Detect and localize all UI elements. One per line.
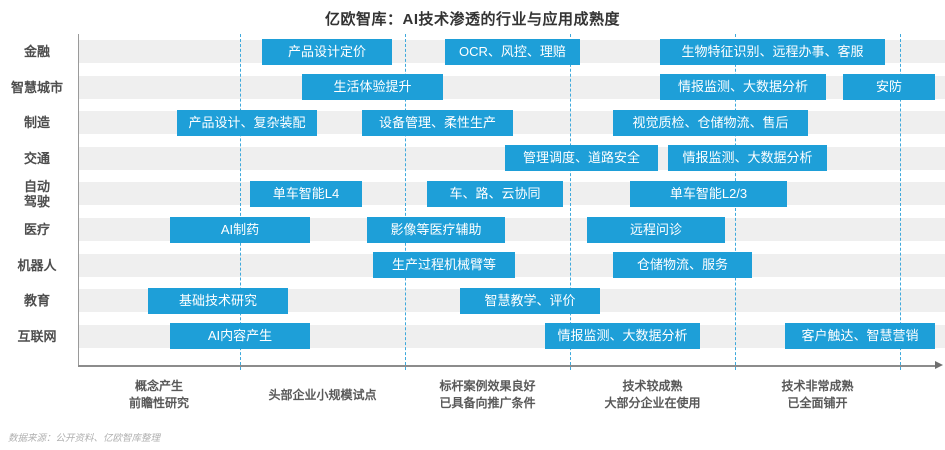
app-box: 智慧教学、评价 — [460, 287, 600, 314]
app-box: 情报监测、大数据分析 — [660, 74, 826, 101]
app-box: 视觉质检、仓储物流、售后 — [613, 109, 808, 136]
app-box: 基础技术研究 — [148, 287, 288, 314]
stage-label: 技术较成熟 大部分企业在使用 — [604, 379, 701, 410]
industry-label: 智慧城市 — [10, 79, 63, 95]
app-box: 单车智能L4 — [250, 180, 362, 207]
app-box: 设备管理、柔性生产 — [362, 109, 513, 136]
app-box: 远程问诊 — [587, 216, 725, 243]
x-axis-arrow-icon — [935, 361, 943, 369]
industry-label: 医疗 — [23, 222, 50, 237]
app-box: AI内容产生 — [170, 323, 310, 350]
app-box: 生活体验提升 — [302, 74, 443, 101]
x-axis-line — [78, 365, 936, 367]
industry-label: 制造 — [23, 115, 50, 131]
app-box: 情报监测、大数据分析 — [545, 323, 700, 350]
stage-gridline — [570, 34, 571, 370]
stage-label: 标杆案例效果良好 已具备向推广条件 — [439, 379, 536, 410]
industry-label: 互联网 — [17, 328, 57, 344]
app-box: 影像等医疗辅助 — [367, 216, 505, 243]
industry-label: 金融 — [23, 44, 50, 59]
app-box: 管理调度、道路安全 — [505, 145, 658, 172]
app-box: 仓储物流、服务 — [613, 252, 752, 279]
app-box: 产品设计定价 — [262, 38, 392, 65]
stage-label: 技术非常成熟 已全面铺开 — [781, 379, 854, 410]
app-box: 生产过程机械臂等 — [373, 252, 515, 279]
stage-label: 概念产生 前瞻性研究 — [128, 379, 189, 410]
app-box: 单车智能L2/3 — [630, 180, 787, 207]
app-box: 生物特征识别、远程办事、客服 — [660, 38, 885, 65]
app-box: 情报监测、大数据分析 — [668, 145, 827, 172]
data-source-note: 数据来源：公开资料、亿欧智库整理 — [8, 433, 161, 444]
industry-label: 教育 — [23, 293, 50, 309]
stage-gridline — [900, 34, 901, 370]
stage-gridline — [240, 34, 241, 370]
stage-gridline — [405, 34, 406, 370]
app-box: 产品设计、复杂装配 — [177, 109, 317, 136]
industry-label: 交通 — [23, 150, 50, 166]
app-box: 车、路、云协同 — [427, 180, 563, 207]
y-axis-line — [78, 34, 79, 365]
chart-title: 亿欧智库：AI技术渗透的行业与应用成熟度 — [324, 11, 620, 28]
stage-label: 头部企业小规模试点 — [268, 387, 377, 402]
industry-label: 机器人 — [17, 257, 57, 273]
industry-label: 自动 驾驶 — [23, 178, 50, 209]
app-box: AI制药 — [170, 216, 310, 243]
app-box: OCR、风控、理赔 — [445, 38, 580, 65]
app-box: 安防 — [843, 74, 935, 101]
app-box: 客户触达、智慧营销 — [785, 323, 935, 350]
